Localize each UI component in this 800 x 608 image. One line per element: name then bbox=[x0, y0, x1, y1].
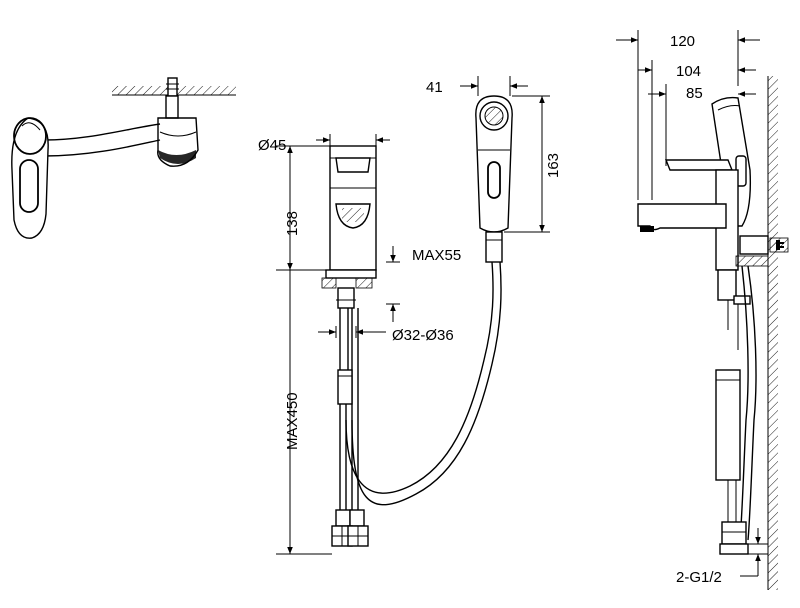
dim-hole-diameter: Ø32-Ø36 bbox=[392, 327, 454, 344]
dim-handshower-width: 41 bbox=[426, 79, 443, 96]
top-hose bbox=[43, 123, 161, 141]
handshower-view: 41 163 bbox=[426, 76, 562, 263]
side-spout bbox=[637, 203, 727, 231]
top-body-cap bbox=[13, 117, 47, 155]
front-deck-right bbox=[355, 277, 373, 289]
side-wall-bracket bbox=[739, 235, 769, 255]
dim-height-body: 138 bbox=[284, 211, 301, 236]
front-aerator bbox=[342, 208, 364, 222]
dim-connection: 2-G1/2 bbox=[676, 569, 722, 586]
front-deck-left bbox=[321, 277, 337, 289]
front-hose-connector bbox=[337, 369, 353, 405]
side-handshower bbox=[711, 96, 752, 227]
dim-diameter-body: Ø45 bbox=[258, 137, 286, 154]
front-view: Ø45 138 MAX55 Ø32-Ø36 bbox=[258, 134, 502, 555]
top-view bbox=[11, 77, 236, 239]
top-wall-screw bbox=[167, 77, 178, 97]
dim-handshower-height: 163 bbox=[545, 153, 562, 178]
top-handle bbox=[11, 117, 49, 239]
side-handle bbox=[664, 159, 734, 171]
side-hose bbox=[739, 265, 749, 541]
dim-max-hose: MAX450 bbox=[284, 392, 301, 450]
handshower-trigger bbox=[487, 161, 501, 199]
dim-max-deck: MAX55 bbox=[412, 247, 461, 264]
dim-depth-short: 85 bbox=[686, 85, 703, 102]
dim-depth-mid: 104 bbox=[676, 63, 701, 80]
side-view: 120 104 85 bbox=[616, 30, 789, 590]
shower-hose bbox=[345, 261, 494, 494]
handshower-nozzle bbox=[479, 101, 509, 131]
side-supply bbox=[715, 369, 741, 481]
handshower-connector bbox=[485, 231, 503, 263]
dim-depth-total: 120 bbox=[670, 33, 695, 50]
top-handle-slot bbox=[19, 159, 39, 213]
side-nut bbox=[721, 521, 747, 545]
side-wall-hatch bbox=[768, 76, 778, 590]
top-holder-stem bbox=[165, 95, 179, 119]
